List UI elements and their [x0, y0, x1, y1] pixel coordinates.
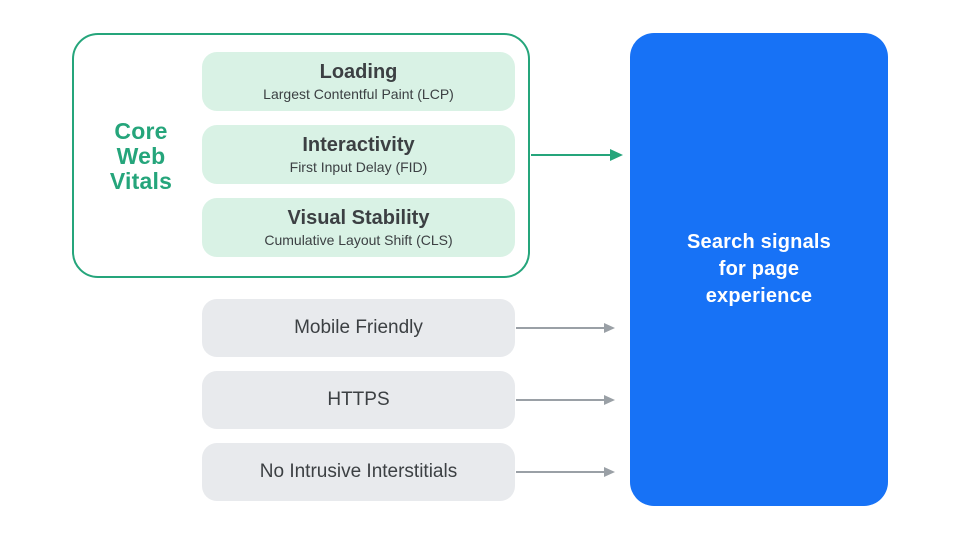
panel-title-line: Search signals: [687, 231, 831, 253]
arrow-core-web-vitals-icon: [531, 148, 623, 162]
arrow-head: [604, 395, 615, 405]
metric-subtitle: Largest Contentful Paint (LCP): [263, 86, 454, 102]
core-web-vitals-group-box: [72, 33, 530, 278]
metric-pill-visual-stability: Visual Stability Cumulative Layout Shift…: [202, 198, 515, 257]
signal-label: HTTPS: [327, 389, 390, 410]
signal-label: No Intrusive Interstitials: [259, 461, 458, 482]
search-signals-panel: Search signals for page experience: [630, 33, 888, 506]
arrow-mobile-friendly-icon: [516, 321, 615, 335]
arrow-https-icon: [516, 393, 615, 407]
arrow-head: [604, 467, 615, 477]
core-web-vitals-label: Core Web Vitals: [109, 118, 173, 194]
metric-title: Interactivity: [302, 134, 415, 156]
arrow-no-intrusive-interstitials-icon: [516, 465, 615, 479]
signal-label: Mobile Friendly: [294, 317, 423, 338]
signal-pill-no-intrusive-interstitials: No Intrusive Interstitials: [202, 443, 515, 501]
arrow-head: [610, 149, 623, 161]
metric-pill-interactivity: Interactivity First Input Delay (FID): [202, 125, 515, 184]
arrow-head: [604, 323, 615, 333]
arrow-shaft: [516, 399, 604, 401]
metric-subtitle: First Input Delay (FID): [289, 159, 428, 175]
panel-title-line: for page: [718, 258, 800, 280]
arrow-shaft: [516, 327, 604, 329]
metric-pill-loading: Loading Largest Contentful Paint (LCP): [202, 52, 515, 111]
panel-title-line: experience: [705, 285, 813, 307]
metric-subtitle: Cumulative Layout Shift (CLS): [264, 232, 453, 248]
signal-pill-https: HTTPS: [202, 371, 515, 429]
signal-pill-mobile-friendly: Mobile Friendly: [202, 299, 515, 357]
arrow-shaft: [516, 471, 604, 473]
metric-title: Loading: [319, 61, 398, 83]
arrow-shaft: [531, 154, 612, 156]
metric-title: Visual Stability: [287, 207, 430, 229]
